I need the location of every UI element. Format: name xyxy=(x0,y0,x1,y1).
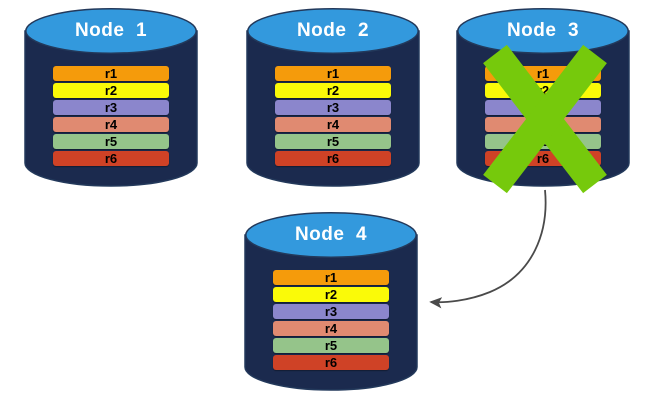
record-bar[interactable]: r2 xyxy=(275,83,391,98)
record-label: r3 xyxy=(536,100,550,115)
record-label: r4 xyxy=(324,321,338,336)
record-label: r6 xyxy=(104,151,118,166)
record-label: r2 xyxy=(536,83,550,98)
record-bar[interactable]: r1 xyxy=(53,66,169,81)
record-label: r2 xyxy=(324,287,338,302)
cylinder-top-ellipse xyxy=(245,212,417,258)
record-bar[interactable]: r3 xyxy=(273,304,389,319)
record-bar[interactable]: r3 xyxy=(53,100,169,115)
record-label: r4 xyxy=(326,117,340,132)
record-bar[interactable]: r4 xyxy=(273,321,389,336)
record-label: r5 xyxy=(536,134,550,149)
record-bar[interactable]: r6 xyxy=(485,151,601,166)
record-label: r2 xyxy=(104,83,118,98)
record-list: r1 r2 r3 r4 r5 r6 xyxy=(53,66,169,166)
cylinder-top-ellipse xyxy=(247,8,419,54)
record-bar[interactable]: r6 xyxy=(275,151,391,166)
record-label: r1 xyxy=(536,66,550,81)
record-label: r5 xyxy=(324,338,338,353)
record-bar[interactable]: r5 xyxy=(485,134,601,149)
record-bar[interactable]: r1 xyxy=(273,270,389,285)
record-bar[interactable]: r4 xyxy=(485,117,601,132)
record-label: r5 xyxy=(326,134,340,149)
record-label: r3 xyxy=(104,100,118,115)
record-bar[interactable]: r1 xyxy=(275,66,391,81)
cylinder-top-ellipse xyxy=(25,8,197,54)
record-label: r6 xyxy=(326,151,340,166)
record-label: r5 xyxy=(104,134,118,149)
record-bar[interactable]: r3 xyxy=(275,100,391,115)
record-label: r1 xyxy=(104,66,118,81)
record-label: r2 xyxy=(326,83,340,98)
cylinder-top-ellipse xyxy=(457,8,629,54)
record-label: r6 xyxy=(324,355,338,370)
record-bar[interactable]: r5 xyxy=(273,338,389,353)
record-bar[interactable]: r3 xyxy=(485,100,601,115)
record-label: r3 xyxy=(324,304,338,319)
record-bar[interactable]: r4 xyxy=(275,117,391,132)
record-label: r1 xyxy=(326,66,340,81)
record-list: r1 r2 r3 r4 r5 r6 xyxy=(273,270,389,370)
record-list: r1 r2 r3 r4 r5 r6 xyxy=(275,66,391,166)
record-bar[interactable]: r2 xyxy=(485,83,601,98)
record-label: r4 xyxy=(104,117,118,132)
record-bar[interactable]: r5 xyxy=(53,134,169,149)
record-label: r3 xyxy=(326,100,340,115)
record-label: r1 xyxy=(324,270,338,285)
record-bar[interactable]: r2 xyxy=(273,287,389,302)
record-bar[interactable]: r6 xyxy=(273,355,389,370)
record-bar[interactable]: r6 xyxy=(53,151,169,166)
record-bar[interactable]: r1 xyxy=(485,66,601,81)
record-bar[interactable]: r4 xyxy=(53,117,169,132)
record-label: r4 xyxy=(536,117,550,132)
record-list: r1 r2 r3 r4 r5 r6 xyxy=(485,66,601,166)
record-label: r6 xyxy=(536,151,550,166)
record-bar[interactable]: r5 xyxy=(275,134,391,149)
record-bar[interactable]: r2 xyxy=(53,83,169,98)
